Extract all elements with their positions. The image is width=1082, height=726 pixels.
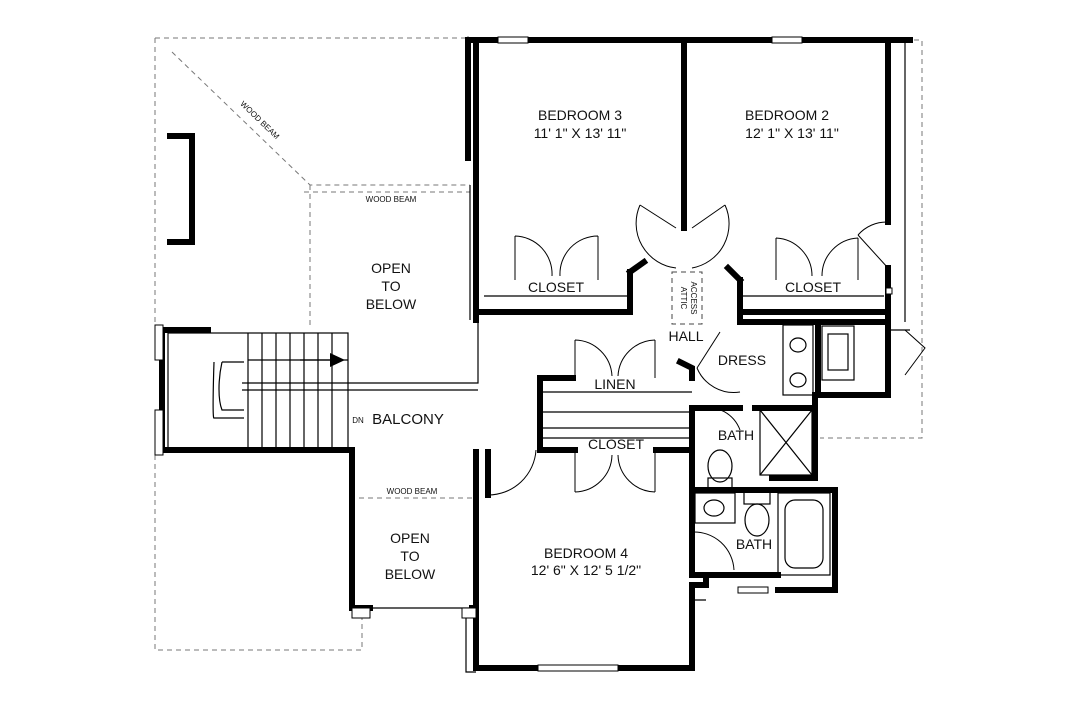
dress-label: DRESS <box>718 352 766 368</box>
door-swings <box>487 204 926 571</box>
hall-label: HALL <box>668 328 703 344</box>
stair-dn-label: DN <box>352 416 364 425</box>
balcony-label: BALCONY <box>372 411 444 428</box>
dashed-outlines <box>154 36 923 651</box>
open-below-upper-1: OPEN <box>371 260 411 276</box>
closet-b3-label: CLOSET <box>528 279 584 295</box>
bedroom4-size: 12' 6" X 12' 5 1/2" <box>531 562 641 578</box>
open-below-lower-2: TO <box>400 548 419 564</box>
wood-beam-upper: WOOD BEAM <box>366 195 417 204</box>
attic-access-line2: ACCESS <box>689 282 698 315</box>
fixtures <box>671 271 855 576</box>
open-below-upper-2: TO <box>381 278 400 294</box>
windows <box>154 36 893 673</box>
wood-beam-lower: WOOD BEAM <box>387 487 438 496</box>
bath-lower-label: BATH <box>736 536 772 552</box>
bedroom3-name: BEDROOM 3 <box>538 107 622 123</box>
staircase <box>167 332 349 452</box>
labels: BEDROOM 3 11' 1" X 13' 11" BEDROOM 2 12'… <box>238 99 841 582</box>
attic-access-line1: ATTIC <box>679 287 688 310</box>
open-below-upper-3: BELOW <box>366 296 417 312</box>
bedroom2-name: BEDROOM 2 <box>745 107 829 123</box>
bath-upper-label: BATH <box>718 427 754 443</box>
bedroom3-size: 11' 1" X 13' 11" <box>534 125 627 141</box>
bedroom2-size: 12' 1" X 13' 11" <box>745 125 839 141</box>
linen-label: LINEN <box>594 376 635 392</box>
open-below-lower-3: BELOW <box>385 566 436 582</box>
thin-lines <box>242 40 910 609</box>
bedroom4-name: BEDROOM 4 <box>544 545 628 561</box>
open-below-lower-1: OPEN <box>390 530 430 546</box>
wood-beam-diagonal: WOOD BEAM <box>238 99 281 141</box>
closet-b2-label: CLOSET <box>785 279 841 295</box>
closet-b4-label: CLOSET <box>588 436 644 452</box>
